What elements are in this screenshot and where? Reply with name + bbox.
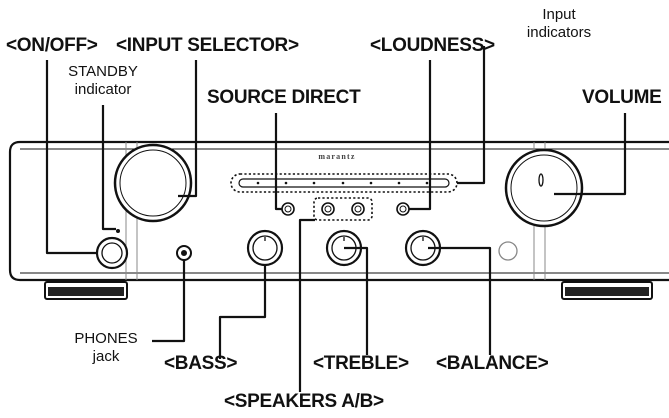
speakers-ab-highlight	[313, 197, 373, 221]
label-on-off: <ON/OFF>	[6, 35, 98, 56]
leader-volume	[554, 113, 627, 196]
label-input-indicators: Input indicators	[526, 6, 592, 41]
label-standby-indicator: STANDBY indicator	[68, 63, 138, 98]
loudness-button	[396, 202, 410, 216]
right-foot-base	[565, 287, 649, 296]
leader-input-selector	[178, 60, 198, 198]
leader-balance	[428, 246, 492, 355]
label-treble: <TREBLE>	[313, 353, 409, 374]
bass-knob	[246, 229, 284, 267]
leader-input-indicators	[457, 46, 486, 185]
volume-knob	[504, 148, 584, 228]
balance-knob	[404, 229, 442, 267]
leader-source-direct	[274, 113, 282, 211]
label-input-selector: <INPUT SELECTOR>	[116, 35, 299, 56]
speakers-b-button	[351, 202, 365, 216]
input-selector-knob	[113, 143, 193, 223]
standby-indicator-led	[116, 229, 120, 233]
leader-bass	[218, 265, 267, 359]
label-loudness: <LOUDNESS>	[370, 35, 495, 56]
label-speakers-ab: <SPEAKERS A/B>	[224, 391, 384, 412]
leader-loudness	[409, 60, 432, 211]
on-off-button	[95, 236, 129, 270]
label-source-direct: SOURCE DIRECT	[207, 87, 361, 108]
leader-treble	[344, 246, 369, 355]
input-indicators-bar	[230, 173, 458, 193]
label-phones-jack: PHONES jack	[74, 330, 138, 365]
leader-on-off	[45, 60, 97, 255]
label-bass: <BASS>	[164, 353, 238, 374]
phones-jack	[176, 245, 192, 261]
brand-logo: marantz	[318, 152, 355, 161]
leader-phones	[152, 260, 186, 343]
leader-speakers	[298, 218, 315, 392]
leader-standby	[101, 105, 116, 231]
left-foot-base	[48, 287, 124, 296]
label-volume: VOLUME	[582, 87, 662, 108]
speakers-a-button	[321, 202, 335, 216]
remote-sensor	[498, 241, 518, 261]
label-balance: <BALANCE>	[436, 353, 549, 374]
source-direct-button	[281, 202, 295, 216]
